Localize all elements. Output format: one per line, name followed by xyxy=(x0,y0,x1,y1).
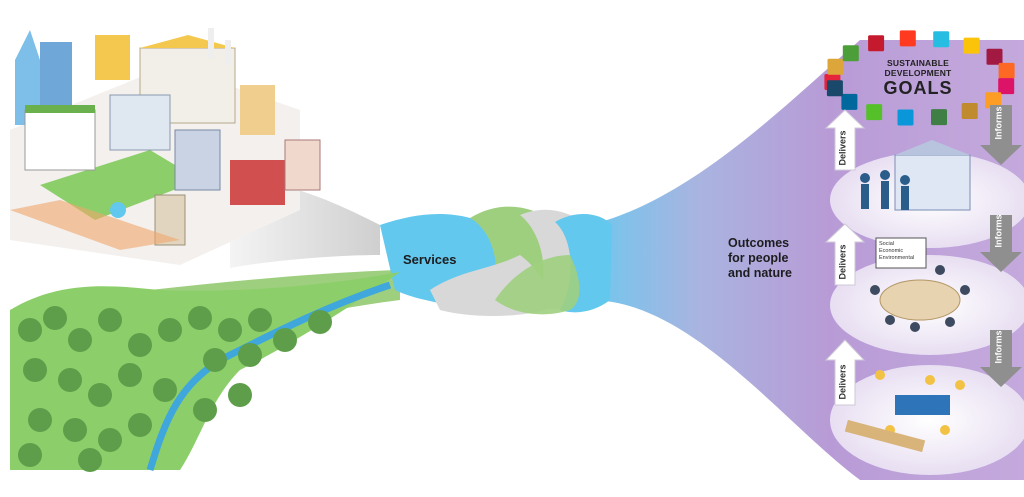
tree xyxy=(18,443,42,467)
tree xyxy=(158,318,182,342)
delivers-label-2: Delivers xyxy=(837,244,848,280)
tree xyxy=(98,308,122,332)
tree xyxy=(273,328,297,352)
tree xyxy=(88,383,112,407)
tree xyxy=(248,308,272,332)
outcome-scenes xyxy=(830,140,1024,475)
tree xyxy=(228,383,252,407)
tree xyxy=(63,418,87,442)
sdg-goal-tile xyxy=(842,45,859,62)
tree xyxy=(308,310,332,334)
tree xyxy=(18,318,42,342)
tree xyxy=(118,363,142,387)
whiteboard-line-economic: Economic xyxy=(879,248,904,254)
services-ribbon xyxy=(380,206,612,316)
sdg-goal-tile xyxy=(899,30,916,47)
sdg-goal-tile xyxy=(841,93,858,110)
city-illustration xyxy=(10,28,321,265)
arrow-down-1 xyxy=(980,105,1022,165)
arrow-down-2 xyxy=(980,215,1022,272)
outcomes-line-3: and nature xyxy=(728,266,792,280)
tree xyxy=(128,333,152,357)
nature-landscape xyxy=(10,272,400,472)
informs-label-3: Informs xyxy=(993,330,1004,364)
tree xyxy=(43,306,67,330)
informs-label-2: Informs xyxy=(993,214,1004,248)
sdg-goal-tile xyxy=(961,103,978,119)
tree xyxy=(193,398,217,422)
sdg-goal-tile xyxy=(931,109,947,126)
outcomes-label: Outcomes for people and nature xyxy=(728,236,828,281)
whiteboard xyxy=(875,237,927,269)
tree xyxy=(203,348,227,372)
tree xyxy=(188,306,212,330)
river xyxy=(146,281,392,472)
whiteboard-line-social: Social xyxy=(879,241,894,247)
sdg-wheel xyxy=(824,30,1015,126)
sdg-goal-tile xyxy=(826,80,843,97)
sdg-goal-tile xyxy=(998,62,1015,79)
sdg-goal-tile xyxy=(985,92,1002,109)
sdg-title: SUSTAINABLE DEVELOPMENT GOALS xyxy=(878,58,958,98)
delivers-label-1: Delivers xyxy=(837,130,848,166)
whiteboard-text: Social Economic Environmental xyxy=(879,241,914,262)
tree xyxy=(68,328,92,352)
arrow-up-1 xyxy=(824,109,866,171)
outcomes-line-2: for people xyxy=(728,251,789,265)
outcomes-line-1: Outcomes xyxy=(728,236,790,250)
delivers-label-3: Delivers xyxy=(837,364,848,400)
informs-label-1: Informs xyxy=(993,106,1004,140)
sdg-goal-tile xyxy=(986,48,1003,65)
arrow-down-3 xyxy=(980,330,1022,387)
sdg-goal-tile xyxy=(866,104,883,121)
tree xyxy=(78,448,102,472)
delivers-arrows xyxy=(824,109,866,406)
tree xyxy=(238,343,262,367)
tree xyxy=(58,368,82,392)
arrow-up-2 xyxy=(824,223,866,286)
sdg-title-line-1: SUSTAINABLE xyxy=(886,58,949,68)
tree xyxy=(128,413,152,437)
tree xyxy=(28,408,52,432)
services-label: Services xyxy=(403,252,457,267)
sdg-goal-tile xyxy=(897,109,914,126)
plan-table xyxy=(895,395,950,415)
sdg-title-line-3: GOALS xyxy=(883,78,953,98)
sdg-goal-tile xyxy=(963,37,980,54)
tree xyxy=(153,378,177,402)
tree xyxy=(98,428,122,452)
sdg-goal-tile xyxy=(933,31,950,48)
informs-arrows xyxy=(980,105,1022,387)
arrow-up-3 xyxy=(824,339,866,406)
tree xyxy=(218,318,242,342)
sdg-goal-tile xyxy=(868,35,885,52)
sdg-title-line-2: DEVELOPMENT xyxy=(884,68,952,78)
sdg-goal-tile xyxy=(998,78,1015,95)
meeting-table xyxy=(879,279,961,321)
tree xyxy=(23,358,47,382)
whiteboard-line-environmental: Environmental xyxy=(879,255,915,261)
sdg-goal-tile xyxy=(827,58,844,75)
